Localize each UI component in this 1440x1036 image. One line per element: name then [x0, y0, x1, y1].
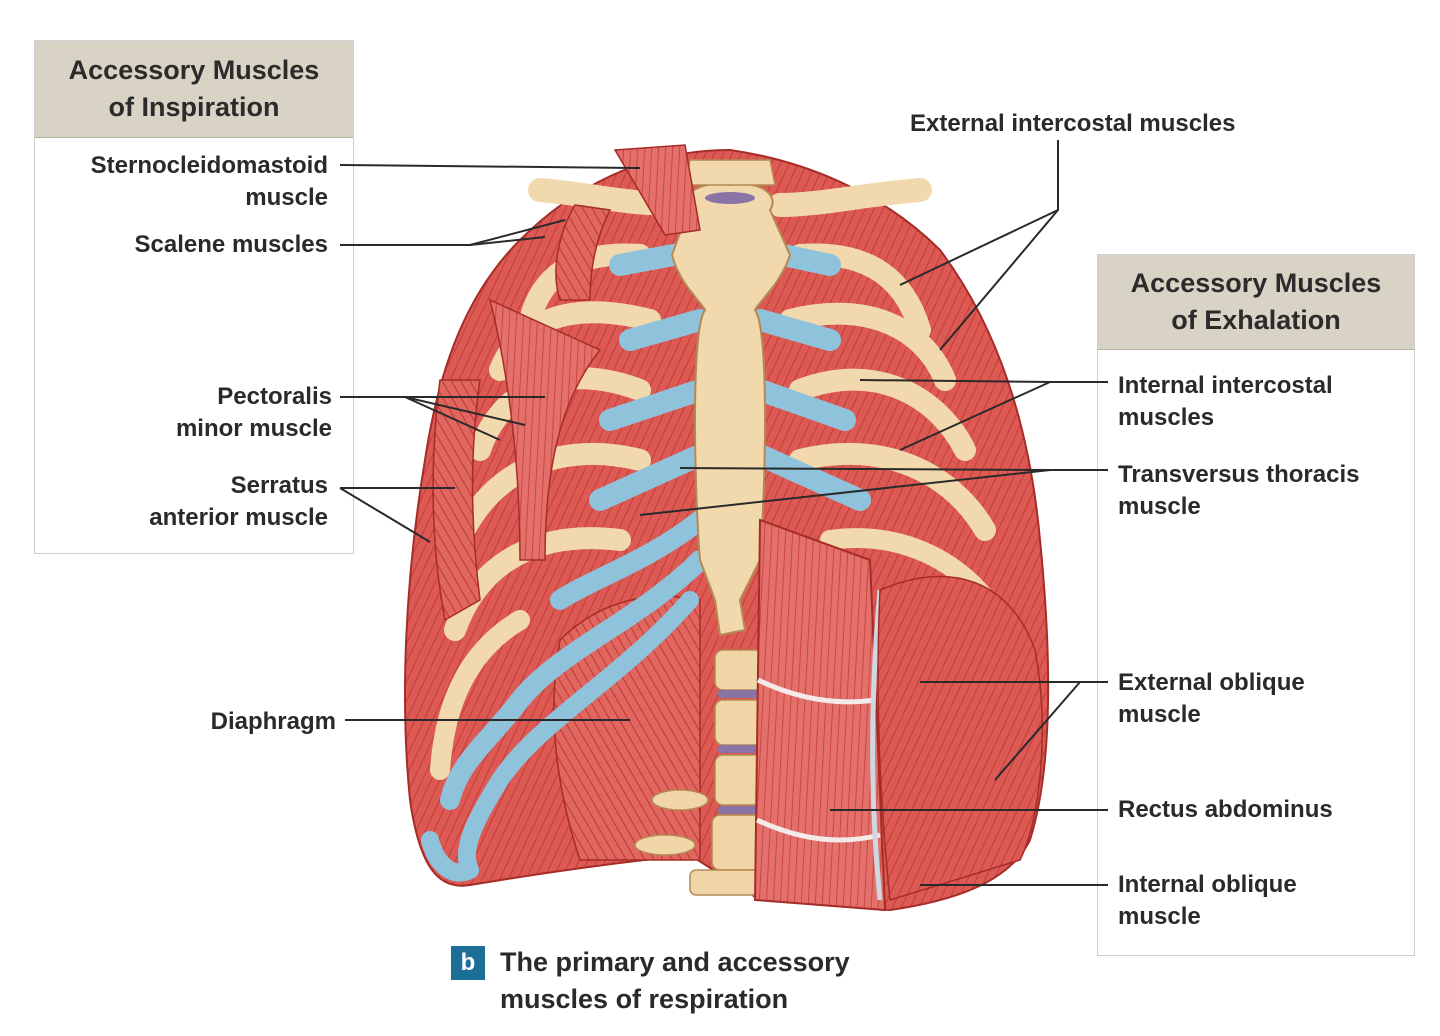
figure-part-badge: b: [451, 946, 485, 980]
external-oblique-shape: [877, 575, 1043, 901]
label-external-oblique: External oblique muscle: [1118, 667, 1305, 731]
linea-semilunaris: [870, 589, 883, 901]
label-internal-intercostal: Internal intercostal muscles: [1118, 370, 1333, 434]
label-internal-oblique-line2: muscle: [1118, 903, 1201, 930]
rectus-abdominis-shape: [753, 518, 887, 912]
label-sternocleidomastoid: Sternocleidomastoid muscle: [91, 150, 328, 214]
label-sternocleidomastoid-line2: muscle: [245, 184, 328, 211]
label-pectoralis-line2: minor muscle: [175, 415, 332, 442]
exhalation-panel-heading: Accessory Muscles of Exhalation: [1098, 255, 1414, 350]
label-internal-oblique: Internal oblique muscle: [1118, 869, 1297, 933]
label-serratus-anterior: Serratus anterior muscle: [149, 470, 328, 534]
label-internal-oblique-line1: Internal oblique: [1118, 871, 1297, 898]
intervertebral-discs: [718, 690, 762, 814]
vertebra-top: [684, 159, 776, 186]
label-sternocleidomastoid-line1: Sternocleidomastoid: [90, 152, 328, 179]
inspiration-panel: Accessory Muscles of Inspiration: [34, 40, 354, 554]
inspiration-panel-heading: Accessory Muscles of Inspiration: [35, 41, 353, 138]
disc-top: [705, 192, 755, 204]
exhalation-heading-line1: Accessory Muscles: [1130, 268, 1382, 298]
label-pectoralis-minor: Pectoralis minor muscle: [176, 381, 332, 445]
caption-line1: The primary and accessory: [500, 947, 850, 977]
figure-caption: The primary and accessory muscles of res…: [500, 944, 850, 1018]
inspiration-heading-line1: Accessory Muscles: [68, 55, 320, 85]
label-pectoralis-line1: Pectoralis: [217, 383, 332, 410]
label-serratus-line1: Serratus: [230, 472, 328, 499]
tendinous-intersections: [755, 677, 881, 843]
leader-lines: [339, 140, 1108, 886]
diaphragm-shape: [553, 595, 701, 861]
label-transversus-line1: Transversus thoracis: [1118, 461, 1360, 488]
caption-line2: muscles of respiration: [500, 984, 789, 1014]
label-external-oblique-line2: muscle: [1118, 701, 1201, 728]
serratus-shape: [432, 379, 481, 622]
exhalation-heading-line2: of Exhalation: [1171, 305, 1341, 335]
label-transversus-thoracis: Transversus thoracis muscle: [1118, 459, 1359, 523]
scalene-shape: [555, 204, 612, 301]
label-internal-intercostal-line1: Internal intercostal: [1118, 372, 1333, 399]
exhalation-panel: Accessory Muscles of Exhalation: [1097, 254, 1415, 956]
pectoralis-minor-shape: [488, 298, 602, 561]
label-internal-intercostal-line2: muscles: [1118, 404, 1215, 431]
label-external-oblique-line1: External oblique: [1118, 669, 1305, 696]
label-external-intercostal: External intercostal muscles: [910, 110, 1236, 137]
label-diaphragm: Diaphragm: [210, 708, 336, 735]
costal-cartilage: [421, 239, 871, 882]
label-serratus-line2: anterior muscle: [149, 504, 328, 531]
label-rectus-abdominus: Rectus abdominus: [1118, 796, 1333, 823]
inspiration-heading-line2: of Inspiration: [108, 92, 280, 122]
label-transversus-line2: muscle: [1118, 493, 1201, 520]
label-scalene: Scalene muscles: [134, 231, 328, 258]
